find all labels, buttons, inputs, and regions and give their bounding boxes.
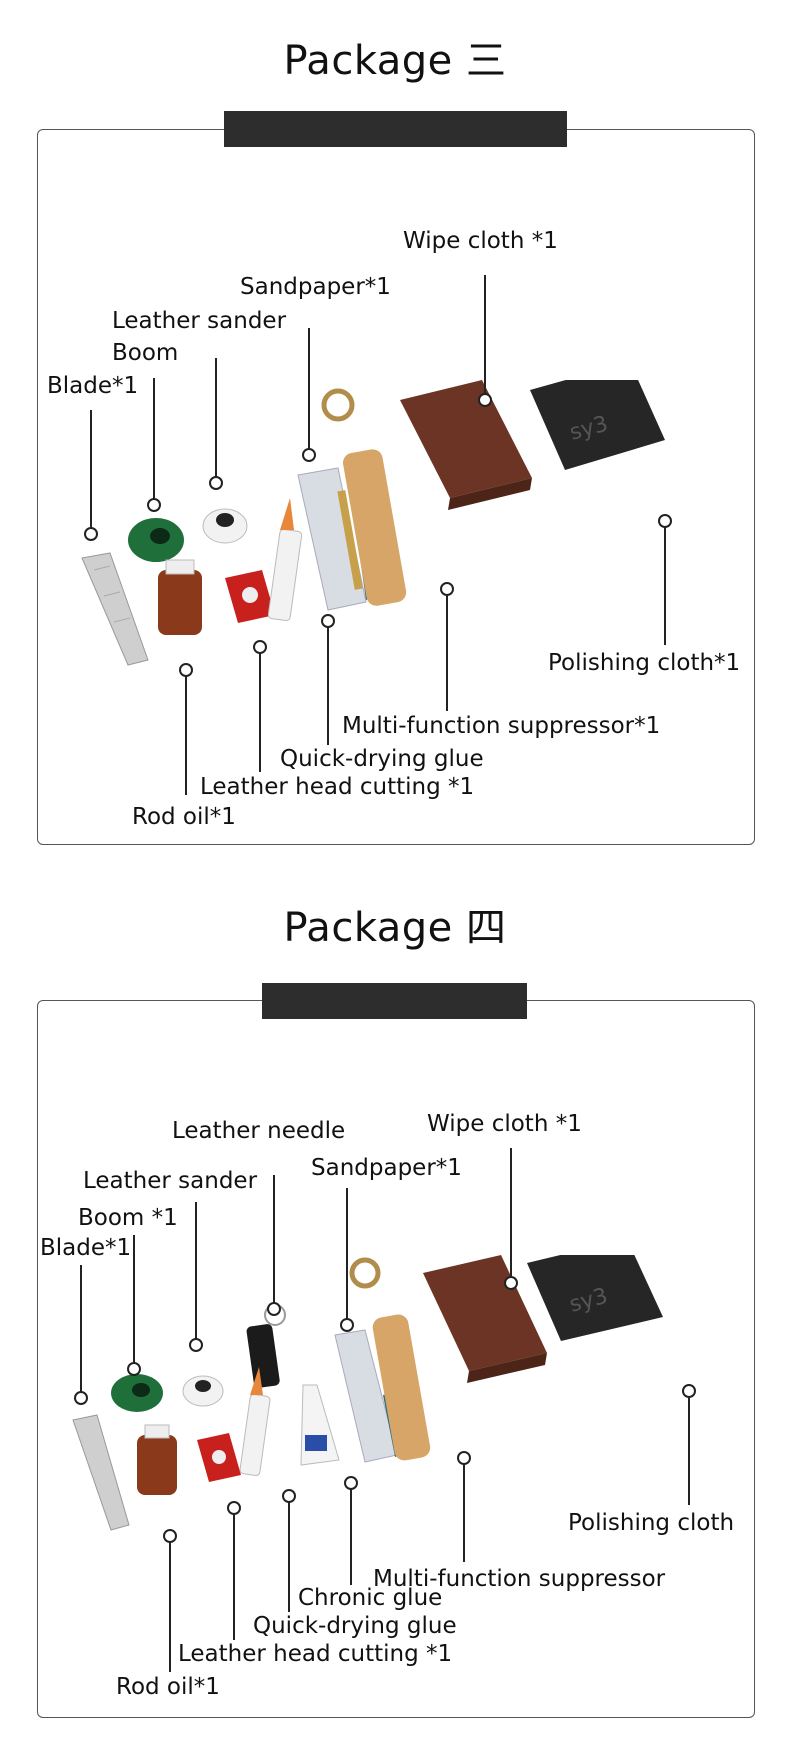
leader-line: [215, 358, 217, 478]
leader-line: [153, 378, 155, 500]
boom-item: [111, 1374, 163, 1412]
boom-item: [128, 518, 184, 562]
rod-oil-item: [137, 1424, 177, 1495]
leader-line: [185, 675, 187, 795]
leather-head-cutting-item: [197, 1433, 241, 1482]
polishing-cloth-item: sy3: [527, 1255, 663, 1341]
p3-label-multi-function-suppressor: Multi-function suppressor*1: [342, 713, 661, 739]
leader-line: [169, 1540, 171, 1672]
package-4-title: Package 四: [283, 905, 507, 951]
leader-line: [133, 1235, 135, 1365]
leader-dot: [253, 640, 267, 654]
package-3-title: Package 三: [283, 38, 507, 84]
leader-dot: [282, 1489, 296, 1503]
leader-line: [446, 593, 448, 711]
multi-function-suppressor-item: [321, 388, 407, 606]
p4-label-blade: Blade*1: [40, 1235, 132, 1261]
leader-dot: [267, 1302, 281, 1316]
leader-dot: [147, 498, 161, 512]
leader-dot: [682, 1384, 696, 1398]
p3-label-leather-head-cutting: Leather head cutting *1: [200, 774, 475, 800]
leader-dot: [478, 393, 492, 407]
leader-dot: [440, 582, 454, 596]
p4-label-leather-sander: Leather sander: [83, 1168, 258, 1194]
leader-dot: [209, 476, 223, 490]
p3-label-wipe-cloth: Wipe cloth *1: [403, 228, 558, 254]
leader-line: [327, 625, 329, 745]
leader-dot: [321, 614, 335, 628]
leader-line: [484, 275, 486, 395]
blade-item: [72, 1414, 130, 1531]
leader-dot: [504, 1276, 518, 1290]
wipe-cloth-item: [400, 380, 532, 510]
leader-dot: [302, 448, 316, 462]
package-3-product-photo: sy3: [81, 380, 665, 666]
p4-label-leather-needle: Leather needle: [172, 1118, 346, 1144]
leader-dot: [74, 1391, 88, 1405]
leader-line: [688, 1395, 690, 1505]
leader-dot: [227, 1501, 241, 1515]
leader-line: [80, 1265, 82, 1395]
p4-label-leather-head-cutting: Leather head cutting *1: [178, 1641, 453, 1667]
p3-label-sandpaper: Sandpaper*1: [240, 274, 391, 300]
p4-label-boom: Boom *1: [78, 1205, 178, 1231]
leather-sander-item: [202, 508, 248, 544]
p3-label-leather-sander: Leather sander: [112, 308, 287, 334]
p3-label-blade: Blade*1: [47, 373, 139, 399]
leader-dot: [658, 514, 672, 528]
leader-dot: [457, 1451, 471, 1465]
leader-line: [510, 1148, 512, 1278]
package-3-frame: [37, 129, 755, 845]
polishing-cloth-item: sy3: [530, 380, 665, 470]
leather-head-cutting-item: [225, 570, 275, 623]
p4-label-quick-drying-glue: Quick-drying glue: [253, 1613, 457, 1639]
rod-oil-item: [158, 559, 202, 635]
package-4-product-photo: sy3: [72, 1255, 663, 1531]
p3-label-quick-drying-glue: Quick-drying glue: [280, 746, 484, 772]
p4-label-sandpaper: Sandpaper*1: [311, 1155, 462, 1181]
chronic-glue-item: [300, 1384, 340, 1466]
leader-line: [273, 1175, 275, 1305]
p4-label-wipe-cloth: Wipe cloth *1: [427, 1111, 582, 1137]
leader-line: [90, 410, 92, 530]
leader-dot: [127, 1362, 141, 1376]
blade-item: [81, 552, 149, 666]
leader-line: [350, 1487, 352, 1585]
leader-dot: [84, 527, 98, 541]
leader-line: [259, 652, 261, 772]
leader-line: [308, 328, 310, 450]
wipe-cloth-item: [423, 1255, 547, 1383]
p3-label-boom: Boom: [112, 340, 179, 366]
quick-drying-glue-item: [239, 1367, 271, 1476]
leader-dot: [189, 1338, 203, 1352]
leader-line: [664, 525, 666, 645]
p4-label-rod-oil: Rod oil*1: [116, 1674, 220, 1700]
leather-needle-item: [246, 1304, 286, 1388]
leader-dot: [340, 1318, 354, 1332]
package-4-header-bar: [262, 983, 527, 1019]
leader-dot: [344, 1476, 358, 1490]
leader-line: [288, 1500, 290, 1612]
leader-dot: [179, 663, 193, 677]
p4-label-multi-function-suppressor: Multi-function suppressor: [373, 1566, 666, 1592]
quick-drying-glue-item: [267, 498, 303, 622]
leader-line: [463, 1462, 465, 1562]
p3-label-polishing-cloth: Polishing cloth*1: [548, 650, 741, 676]
p4-label-chronic-glue: Chronic glue: [298, 1585, 443, 1611]
p3-label-rod-oil: Rod oil*1: [132, 804, 236, 830]
leader-line: [195, 1202, 197, 1342]
leather-sander-item: [182, 1375, 224, 1407]
leader-line: [346, 1188, 348, 1320]
package-3-header-bar: [224, 111, 567, 147]
multi-function-suppressor-item: [349, 1257, 431, 1461]
p4-label-polishing-cloth: Polishing cloth: [568, 1510, 735, 1536]
leader-dot: [163, 1529, 177, 1543]
leader-line: [233, 1512, 235, 1640]
